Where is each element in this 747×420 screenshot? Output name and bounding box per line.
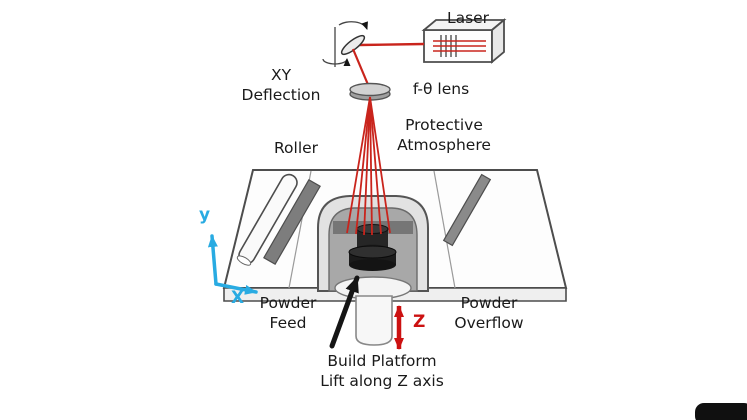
label-powder-feed-line1: Powder (259, 294, 317, 312)
label-build-platform-line1: Build Platform (327, 352, 437, 370)
label-axis-z: Z (413, 312, 426, 332)
laser-housing (421, 18, 507, 64)
label-powder-overflow: Powder Overflow (454, 294, 523, 334)
label-axis-x: X (231, 288, 245, 308)
laser-beam-fan (346, 96, 391, 236)
laser-beam-horizontal (358, 42, 425, 47)
label-roller: Roller (273, 139, 319, 157)
scan-mirror (340, 34, 366, 56)
label-protective-atmosphere: Protective Atmosphere (397, 116, 491, 156)
label-f-theta-lens: f-θ lens (412, 80, 470, 98)
powder-overflow-slot (442, 173, 492, 247)
build-chamber (317, 195, 429, 346)
label-xy-deflection: XY Deflection (242, 66, 321, 106)
label-xy-deflection-line1: XY (270, 66, 292, 84)
label-protective-line2: Atmosphere (397, 135, 491, 154)
mirror-rotation-arrows (322, 21, 368, 67)
roller-cylinder (236, 173, 298, 266)
label-xy-deflection-line2: Deflection (241, 85, 321, 104)
label-build-platform-line2: Lift along Z axis (320, 371, 444, 390)
label-powder-overflow-line1: Powder (460, 294, 518, 312)
label-protective-line1: Protective (405, 116, 483, 134)
f-theta-lens (349, 82, 391, 101)
label-laser: Laser (446, 9, 490, 27)
label-axis-y: y (199, 205, 211, 225)
powder-feed-slot (263, 178, 321, 266)
pedestal (355, 295, 393, 346)
build-platform-arrow (329, 275, 360, 349)
corner-watermark (695, 403, 747, 420)
label-powder-feed: Powder Feed (260, 294, 317, 334)
label-build-platform: Build Platform Lift along Z axis (320, 352, 444, 392)
label-powder-overflow-line2: Overflow (454, 313, 524, 332)
label-powder-feed-line2: Feed (269, 313, 307, 332)
xy-axis-arrows (207, 234, 258, 295)
laser-beam-to-lens (351, 48, 371, 88)
